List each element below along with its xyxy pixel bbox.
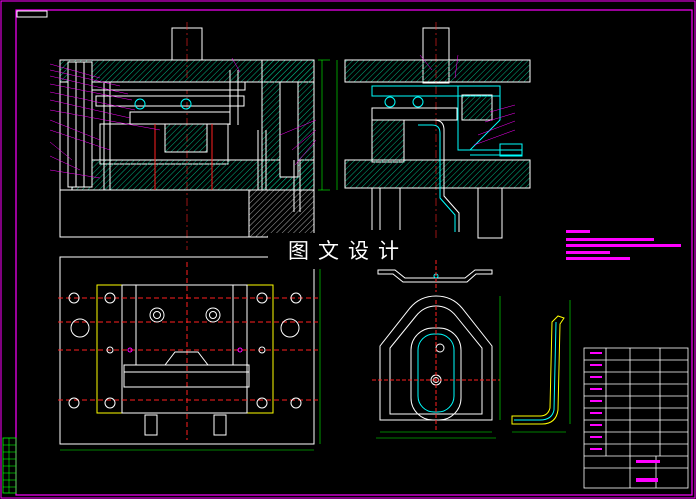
watermark-label: 图文设计 xyxy=(268,233,428,269)
technical-notes xyxy=(566,230,681,260)
front-section-view xyxy=(49,22,330,250)
part-drawing xyxy=(372,260,571,439)
revision-table xyxy=(2,437,17,494)
top-plan-view xyxy=(58,256,321,451)
title-block xyxy=(583,347,689,489)
side-section-view xyxy=(336,22,531,239)
